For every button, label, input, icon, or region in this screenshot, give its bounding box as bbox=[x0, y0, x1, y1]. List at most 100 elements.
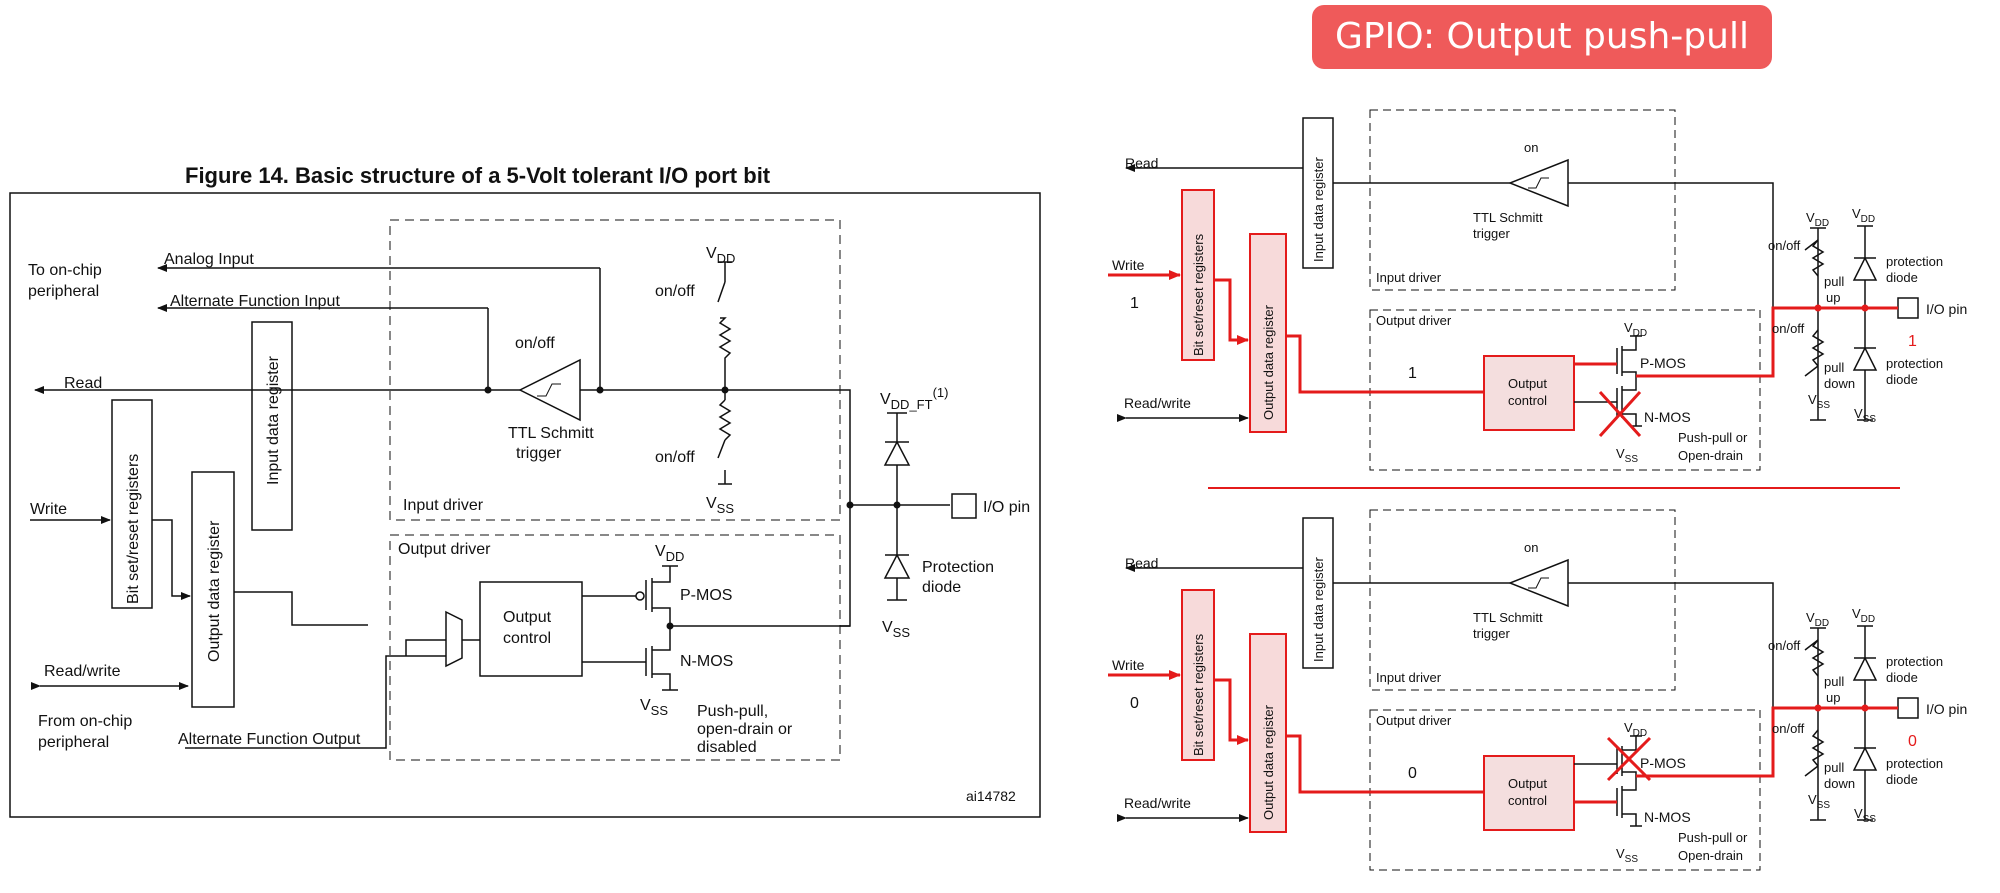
alt-func-input-label: Alternate Function Input bbox=[170, 293, 340, 310]
p2-on-label: on bbox=[1524, 540, 1538, 555]
p1-on-label: on bbox=[1524, 140, 1538, 155]
p1-vss-diode-label: VSS bbox=[1854, 406, 1876, 425]
vdd-pmos-label: VDD bbox=[655, 543, 684, 564]
p2-protection-top-label-2: diode bbox=[1886, 670, 1918, 685]
gpio-title-badge: GPIO: Output push-pull bbox=[1312, 5, 1772, 69]
p1-bit-set-reset-label: Bit set/reset registers bbox=[1191, 233, 1206, 356]
output-driver-box bbox=[389, 534, 841, 761]
from-onchip-label-2: peripheral bbox=[38, 734, 109, 751]
p1-read-label: Read bbox=[1125, 155, 1158, 171]
p1-output-control-label: Output bbox=[1508, 376, 1547, 391]
p2-vdd-diode-label: VDD bbox=[1852, 606, 1875, 625]
protection-label: Protection bbox=[922, 559, 994, 576]
ttl-schmitt-trigger-icon bbox=[518, 358, 581, 422]
p1-protection-bottom-label: protection bbox=[1886, 356, 1943, 371]
figure-code: ai14782 bbox=[966, 788, 1016, 804]
vdd-top-label: VDD bbox=[706, 245, 735, 266]
p1-vdd-label: VDD bbox=[1624, 320, 1647, 339]
p1-data-value: 1 bbox=[1408, 365, 1417, 382]
output-data-register-box bbox=[191, 471, 235, 708]
bit-set-reset-register-box bbox=[111, 399, 153, 609]
p2-output-driver-label: Output driver bbox=[1376, 713, 1452, 728]
p1-output-control-label-2: control bbox=[1508, 393, 1547, 408]
input-data-register-label: Input data register bbox=[265, 355, 282, 485]
output-control-box bbox=[479, 581, 583, 677]
p1-vdd-diode-label: VDD bbox=[1852, 206, 1875, 225]
input-driver-box bbox=[389, 219, 841, 521]
p1-pull-down-label-2: down bbox=[1824, 376, 1855, 391]
figure-frame bbox=[9, 192, 1041, 818]
pullup-on-off-label: on/off bbox=[655, 283, 695, 300]
p2-protection-bottom-label: protection bbox=[1886, 756, 1943, 771]
read-write-label: Read/write bbox=[44, 663, 121, 680]
figure-title: Figure 14. Basic structure of a 5-Volt t… bbox=[185, 163, 771, 188]
p1-ttl-label-2: trigger bbox=[1473, 226, 1511, 241]
p2-vdd-label: VDD bbox=[1624, 720, 1647, 739]
p2-output-data-register-label: Output data register bbox=[1261, 704, 1276, 820]
p2-vss-label: VSS bbox=[1616, 846, 1638, 865]
p2-write-label: Write bbox=[1112, 657, 1145, 673]
p1-pin-value: 1 bbox=[1908, 333, 1917, 350]
to-onchip-label-2: peripheral bbox=[28, 283, 99, 300]
output-control-label: Output bbox=[503, 609, 552, 626]
protection-diodes-icon bbox=[840, 389, 950, 627]
p2-bit-set-reset-label: Bit set/reset registers bbox=[1191, 633, 1206, 756]
p2-nmos-label: N-MOS bbox=[1644, 809, 1691, 825]
push-pull-label: Push-pull, bbox=[697, 703, 768, 720]
vdd-ft-label: VDD_FT(1) bbox=[880, 385, 948, 412]
io-pin-icon bbox=[951, 493, 977, 519]
p2-pull-down-label: pull bbox=[1824, 760, 1844, 775]
p2-pp-label-2: Open-drain bbox=[1678, 848, 1743, 863]
p1-pmos-label: P-MOS bbox=[1640, 355, 1686, 371]
output-control-label-2: control bbox=[503, 630, 551, 647]
input-data-register-box bbox=[251, 321, 293, 531]
p1-pullup-on-off-label: on/off bbox=[1768, 238, 1801, 253]
p2-pulldown-on-off-label: on/off bbox=[1772, 721, 1805, 736]
p2-pmos-label: P-MOS bbox=[1640, 755, 1686, 771]
p2-pullup-on-off-label: on/off bbox=[1768, 638, 1801, 653]
push-pull-label-3: disabled bbox=[697, 739, 757, 756]
p1-write-label: Write bbox=[1112, 257, 1145, 273]
p2-read-label: Read bbox=[1125, 555, 1158, 571]
p2-data-value: 0 bbox=[1408, 765, 1417, 782]
pmos-disabled-cross-icon bbox=[1606, 736, 1652, 782]
p2-pull-up-label: pull bbox=[1824, 674, 1844, 689]
nmos-label: N-MOS bbox=[680, 653, 733, 670]
pmos-label: P-MOS bbox=[680, 587, 732, 604]
p1-vss-pull-label: VSS bbox=[1808, 392, 1830, 411]
p1-pull-down-label: pull bbox=[1824, 360, 1844, 375]
p2-output-control-label-2: control bbox=[1508, 793, 1547, 808]
vss-top-label: VSS bbox=[706, 495, 734, 516]
p1-read-write-label: Read/write bbox=[1124, 395, 1191, 411]
p2-pin-value: 0 bbox=[1908, 733, 1917, 750]
p2-vss-pull-label: VSS bbox=[1808, 792, 1830, 811]
p1-protection-top-label: protection bbox=[1886, 254, 1943, 269]
pull-resistors-icon bbox=[717, 261, 732, 485]
write-label: Write bbox=[30, 501, 67, 518]
p2-protection-top-label: protection bbox=[1886, 654, 1943, 669]
p1-protection-bottom-label-2: diode bbox=[1886, 372, 1918, 387]
p1-pull-up-label: pull bbox=[1824, 274, 1844, 289]
p1-write-value: 1 bbox=[1130, 295, 1139, 312]
from-onchip-label: From on-chip bbox=[38, 713, 132, 730]
p1-pulldown-on-off-label: on/off bbox=[1772, 321, 1805, 336]
p2-write-value: 0 bbox=[1130, 695, 1139, 712]
p1-vss-label: VSS bbox=[1616, 446, 1638, 465]
alt-func-output-label: Alternate Function Output bbox=[178, 731, 361, 748]
p1-output-data-register-label: Output data register bbox=[1261, 304, 1276, 420]
output-data-register-label: Output data register bbox=[206, 520, 223, 662]
analog-input-label: Analog Input bbox=[164, 251, 254, 268]
protection-label-2: diode bbox=[922, 579, 961, 596]
p2-read-write-label: Read/write bbox=[1124, 795, 1191, 811]
p2-protection-bottom-label-2: diode bbox=[1886, 772, 1918, 787]
p2-ttl-label-2: trigger bbox=[1473, 626, 1511, 641]
to-onchip-label: To on-chip bbox=[28, 262, 102, 279]
ttl-label-2: trigger bbox=[516, 445, 562, 462]
push-pull-panel-high: Read Write 1 Read/write Bit set/reset re… bbox=[1108, 110, 1967, 470]
p2-input-driver-label: Input driver bbox=[1376, 670, 1442, 685]
p1-io-pin-label: I/O pin bbox=[1926, 301, 1967, 317]
p2-pull-down-label-2: down bbox=[1824, 776, 1855, 791]
read-label: Read bbox=[64, 375, 102, 392]
